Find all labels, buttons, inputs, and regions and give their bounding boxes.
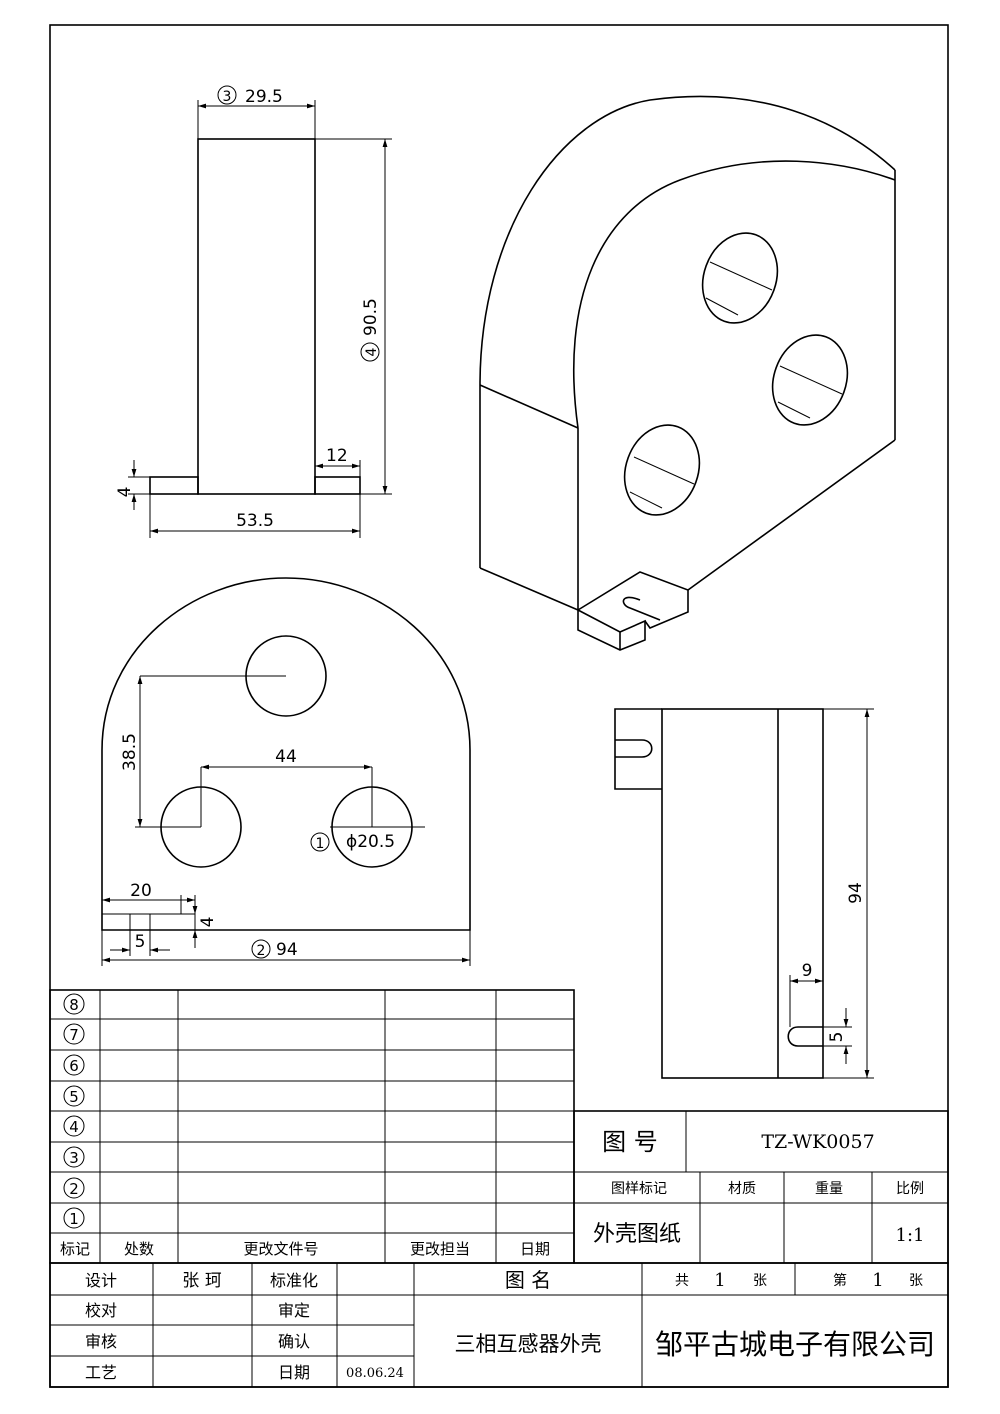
sample-mark-label: 图样标记 <box>611 1181 667 1197</box>
dim-hole-offset: 38.5 <box>120 733 140 771</box>
sheet-border <box>49 24 949 1388</box>
rev-header-signer: 更改担当 <box>410 1240 470 1258</box>
svg-text:2: 2 <box>257 943 266 959</box>
rev-marker-7: 7 <box>69 1026 79 1044</box>
drawing-no: TZ-WK0057 <box>761 1131 874 1153</box>
body-outline <box>197 138 316 495</box>
rev-header-count: 处数 <box>124 1240 154 1258</box>
dim-slot-len: 9 <box>802 961 813 981</box>
dim-foot-width: 12 <box>326 446 348 466</box>
rev-header-doc: 更改文件号 <box>243 1240 318 1258</box>
dim-width-top: 29.5 <box>245 87 283 107</box>
svg-text:1: 1 <box>316 836 325 852</box>
rev-marker-6: 6 <box>69 1057 79 1075</box>
front-view: 3 29.5 4 90.5 12 4 53.5 <box>115 85 392 538</box>
marker-4 <box>360 342 380 362</box>
rev-marker-8: 8 <box>69 996 79 1014</box>
dim-slot-w: 5 <box>827 1032 847 1043</box>
dim-slot-depth: 4 <box>198 917 218 928</box>
revision-table: 8 7 6 5 4 3 2 1 标记 处数 更改文件号 更改担当 日期 <box>49 989 575 1264</box>
weight-label: 重量 <box>815 1181 843 1197</box>
rev-marker-2: 2 <box>69 1180 79 1198</box>
date-label: 日期 <box>278 1363 310 1382</box>
company-name: 邹平古城电子有限公司 <box>655 1328 935 1361</box>
title-block: 图 号 TZ-WK0057 图样标记 材质 重量 比例 外壳图纸 1:1 <box>573 1110 949 1264</box>
dim-right-height: 94 <box>846 882 866 904</box>
drawing-name: 三相互感器外壳 <box>455 1332 602 1356</box>
rev-marker-1: 1 <box>69 1210 79 1228</box>
standard-label: 标准化 <box>270 1271 318 1290</box>
right-foot <box>314 476 361 495</box>
marker-2 <box>251 939 271 959</box>
sample-mark: 外壳图纸 <box>593 1222 681 1247</box>
drawing-no-label: 图 号 <box>602 1128 658 1156</box>
rev-marker-4: 4 <box>69 1118 79 1136</box>
dim-height: 90.5 <box>361 298 381 336</box>
approve-label: 审定 <box>278 1301 310 1320</box>
left-foot <box>149 476 199 495</box>
dim-foot-height: 4 <box>115 487 135 498</box>
side-outline <box>101 577 471 931</box>
signoff-block: 设计 张 珂 标准化 校对 审定 审核 确认 工艺 日期 08.06.24 图 … <box>49 1262 949 1388</box>
rev-marker-5: 5 <box>69 1088 79 1106</box>
rev-header-mark: 标记 <box>60 1240 90 1258</box>
svg-text:3: 3 <box>223 89 232 105</box>
total-unit: 张 <box>753 1273 767 1289</box>
total-value: 1 <box>714 1270 725 1291</box>
right-view: 94 9 5 <box>614 708 874 1079</box>
svg-text:4: 4 <box>364 347 380 356</box>
scale-value: 1:1 <box>896 1225 925 1246</box>
date-value: 08.06.24 <box>346 1366 404 1381</box>
review-label: 审核 <box>85 1332 117 1351</box>
designer: 张 珂 <box>182 1271 221 1291</box>
dim-base-width: 53.5 <box>236 511 274 531</box>
marker-3 <box>217 85 237 105</box>
confirm-label: 确认 <box>278 1332 310 1351</box>
dim-slot-gap: 5 <box>135 932 146 952</box>
name-label: 图 名 <box>505 1268 551 1292</box>
rev-marker-3: 3 <box>69 1149 79 1167</box>
check-label: 校对 <box>85 1301 117 1320</box>
side-view: 38.5 44 1 ϕ20.5 20 4 5 2 94 <box>101 577 471 966</box>
design-label: 设计 <box>85 1271 117 1290</box>
rev-header-date: 日期 <box>520 1240 550 1258</box>
dim-slot-width: 20 <box>130 881 152 901</box>
page-label: 第 <box>833 1272 847 1289</box>
dim-hole-dia: ϕ20.5 <box>346 832 395 852</box>
dim-hole-spacing: 44 <box>275 747 297 767</box>
total-label: 共 <box>675 1273 689 1289</box>
marker-1 <box>310 832 330 852</box>
material-label: 材质 <box>728 1181 756 1197</box>
process-label: 工艺 <box>85 1363 117 1382</box>
isometric-view <box>479 95 896 651</box>
page-unit: 张 <box>909 1273 923 1289</box>
dim-total-width: 94 <box>276 940 298 960</box>
page-value: 1 <box>872 1270 883 1291</box>
scale-label: 比例 <box>896 1181 924 1197</box>
